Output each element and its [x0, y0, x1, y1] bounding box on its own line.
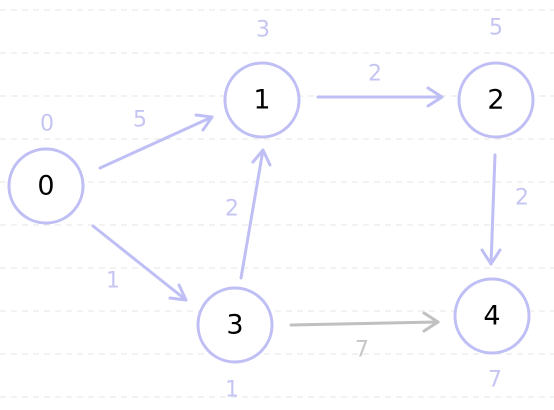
edge-3-1: 2: [225, 148, 272, 280]
node-4-circle: [453, 277, 531, 355]
edge-1-2-arrowhead: [426, 86, 444, 108]
node-0-circle: [7, 147, 85, 225]
edge-3-4-line: [289, 320, 440, 327]
edge-0-3-arrowhead: [168, 283, 188, 302]
edge-0-3-weight: 1: [106, 269, 120, 294]
node-0-distance: 0: [40, 112, 54, 137]
node-1-label: 1: [253, 85, 270, 116]
edge-3-1-weight: 2: [225, 197, 239, 222]
edge-1-2-weight: 2: [368, 62, 382, 87]
edge-3-1-line: [239, 148, 265, 280]
edge-3-1-arrowhead: [251, 148, 272, 167]
node-3: 3 1: [196, 286, 274, 403]
edge-0-3-line: [91, 224, 188, 302]
node-1: 1 3: [223, 18, 301, 139]
edge-0-1-weight: 5: [133, 108, 147, 133]
node-2-distance: 5: [489, 16, 503, 41]
node-2: 2 5: [457, 16, 535, 139]
edge-2-4-line: [489, 153, 497, 266]
node-0-label: 0: [37, 171, 54, 202]
edge-0-1-line: [98, 115, 214, 170]
node-4: 4 7: [453, 277, 531, 393]
edge-0-1: 5: [98, 108, 214, 170]
edge-2-4: 2: [480, 153, 529, 266]
node-4-distance: 7: [488, 368, 502, 393]
nodes: 0 0 1 3 2 5 3 1 4 7: [7, 16, 535, 403]
edge-0-1-arrowhead: [194, 113, 214, 132]
edge-2-4-weight: 2: [515, 186, 529, 211]
edge-2-4-arrowhead: [480, 248, 502, 266]
node-4-label: 4: [483, 301, 500, 332]
edge-3-4: 7: [289, 311, 440, 363]
background-grid: [0, 9, 554, 398]
edge-1-2: 2: [316, 62, 444, 108]
node-1-distance: 3: [256, 18, 270, 43]
node-2-label: 2: [487, 85, 504, 116]
node-1-circle: [223, 61, 301, 139]
edge-3-4-arrowhead: [422, 311, 440, 333]
node-3-circle: [196, 286, 274, 364]
node-3-label: 3: [226, 310, 243, 341]
edges: 5 1 2 2 2 7: [91, 62, 529, 363]
edge-0-3: 1: [91, 224, 188, 302]
node-0: 0 0: [7, 112, 85, 225]
node-2-circle: [457, 61, 535, 139]
edge-3-4-weight: 7: [355, 338, 369, 363]
node-3-distance: 1: [225, 378, 239, 403]
